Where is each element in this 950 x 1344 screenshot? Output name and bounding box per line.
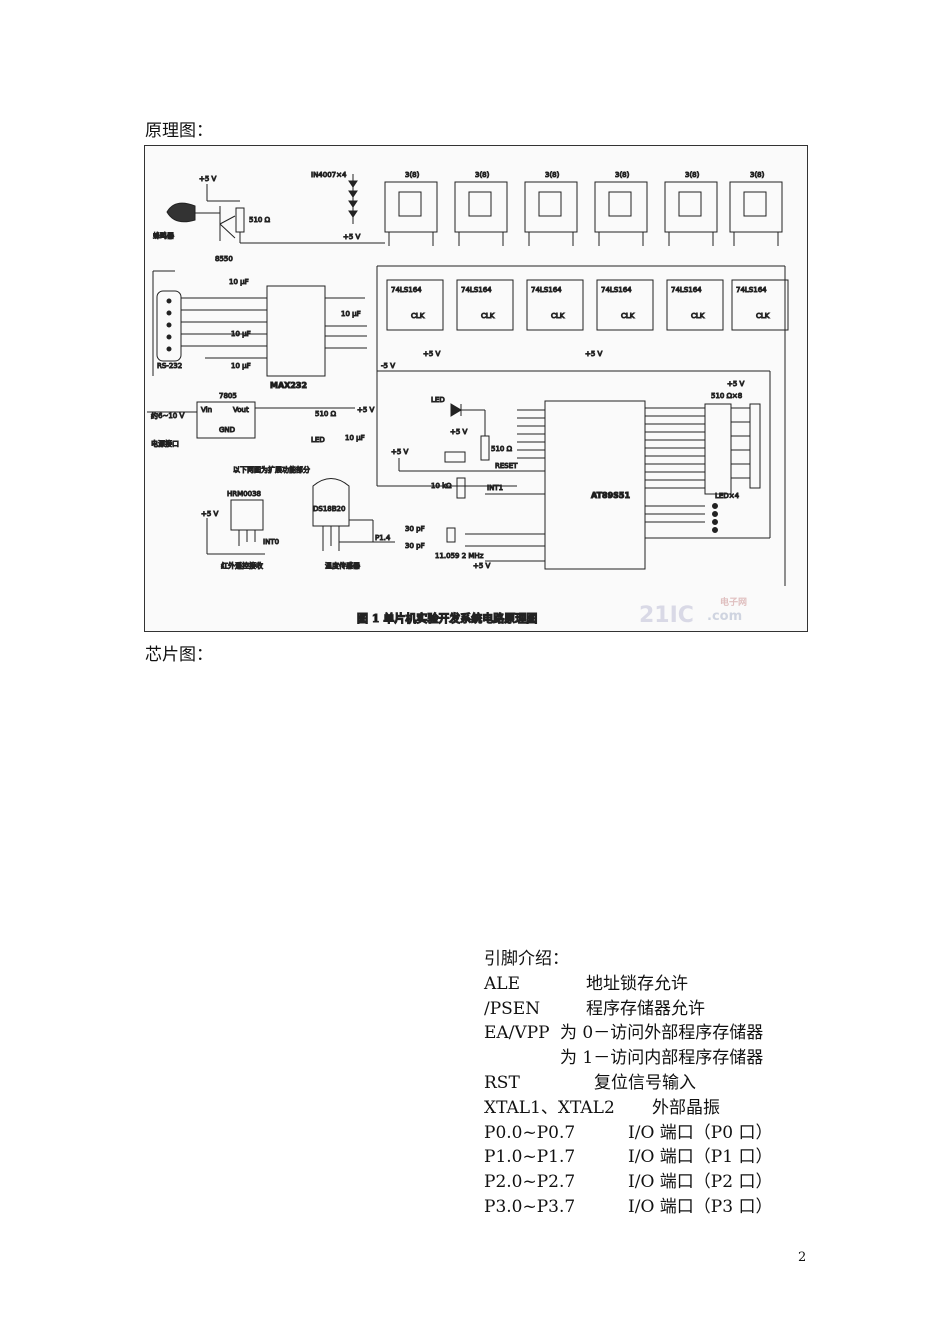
at89s51-chip (544, 400, 646, 570)
svg-text:CLK: CLK (551, 312, 565, 320)
svg-text:74LS164: 74LS164 (671, 286, 702, 294)
svg-text:3(8): 3(8) (475, 171, 490, 179)
svg-text:RESET: RESET (495, 462, 518, 470)
transistor-icon (219, 206, 236, 241)
svg-text:74LS164: 74LS164 (391, 286, 422, 294)
svg-text:+5 V: +5 V (199, 175, 217, 183)
ir-receiver (230, 499, 264, 531)
svg-text:GND: GND (219, 426, 235, 434)
svg-text:CLK: CLK (756, 312, 770, 320)
svg-text:+5 V: +5 V (473, 562, 491, 570)
ds18b20-sensor (312, 478, 350, 527)
svg-text:510 Ω: 510 Ω (315, 410, 337, 418)
svg-text:30 pF: 30 pF (405, 525, 425, 533)
svg-text:+5 V: +5 V (357, 406, 375, 414)
svg-text:LED×4: LED×4 (715, 492, 740, 500)
svg-text:10 μF: 10 μF (341, 310, 361, 318)
svg-text:+5 V: +5 V (585, 350, 603, 358)
svg-text:P1.4: P1.4 (375, 534, 391, 542)
svg-text:+5 V: +5 V (450, 428, 468, 436)
figure-caption: 图 1 单片机实验开发系统电路原理图 (357, 611, 537, 625)
svg-text:约6~10 V: 约6~10 V (151, 411, 184, 420)
svg-text:3(8): 3(8) (685, 171, 700, 179)
led-icon (450, 403, 462, 417)
svg-text:Vout: Vout (233, 406, 249, 414)
svg-text:8550: 8550 (215, 255, 233, 263)
svg-text:11.059 2 MHz: 11.059 2 MHz (435, 552, 484, 560)
21ic-watermark-logo: 21IC 电子网 .com (639, 596, 747, 628)
svg-text:3(8): 3(8) (750, 171, 765, 179)
svg-text:+5 V: +5 V (201, 510, 219, 518)
chip-heading: 芯片图： (145, 645, 213, 665)
svg-text:7805: 7805 (219, 392, 237, 400)
svg-text:10 μF: 10 μF (231, 362, 251, 370)
diodes-label: IN4007×4 (311, 171, 347, 179)
svg-text:.com: .com (707, 609, 742, 624)
svg-text:510 Ω: 510 Ω (491, 445, 513, 453)
svg-text:电子网: 电子网 (720, 596, 747, 608)
max232-chip (266, 285, 326, 377)
svg-text:510 Ω×8: 510 Ω×8 (711, 392, 742, 400)
svg-text:3(8): 3(8) (545, 171, 560, 179)
diode-stack (348, 180, 358, 218)
resistor-array (704, 403, 761, 495)
page-number: 2 (798, 1250, 807, 1265)
svg-text:+5 V: +5 V (391, 448, 409, 456)
svg-text:3(8): 3(8) (615, 171, 630, 179)
svg-text:-5 V: -5 V (381, 362, 395, 370)
svg-text:10 μF: 10 μF (229, 278, 249, 286)
svg-text:HRM0038: HRM0038 (227, 490, 261, 498)
svg-text:+5 V: +5 V (343, 233, 361, 241)
svg-text:CLK: CLK (411, 312, 425, 320)
svg-text:21IC: 21IC (639, 603, 694, 628)
svg-text:74LS164: 74LS164 (461, 286, 492, 294)
svg-text:MAX232: MAX232 (270, 381, 307, 390)
svg-text:74LS164: 74LS164 (736, 286, 767, 294)
svg-text:CLK: CLK (691, 312, 705, 320)
svg-text:电源接口: 电源接口 (151, 439, 179, 448)
circuit-schematic-figure: IN4007×4 +5 V +5 V 510 Ω 蜂鸣器 8550 RS-232… (144, 145, 808, 632)
pin-intro-title: 引脚介绍： (484, 949, 569, 969)
schematic-heading: 原理图： (145, 121, 213, 141)
svg-text:74LS164: 74LS164 (601, 286, 632, 294)
svg-text:+5 V: +5 V (727, 380, 745, 388)
led-bank (712, 503, 718, 533)
svg-text:10 μF: 10 μF (345, 434, 365, 442)
svg-text:INT1: INT1 (487, 484, 503, 492)
svg-text:Vin: Vin (201, 406, 212, 414)
svg-text:3(8): 3(8) (405, 171, 420, 179)
svg-text:INT0: INT0 (263, 538, 279, 546)
svg-text:LED: LED (431, 396, 445, 404)
svg-text:RS-232: RS-232 (157, 362, 182, 370)
svg-text:温度传感器: 温度传感器 (325, 561, 360, 570)
rs232-connector (156, 290, 182, 362)
svg-text:CLK: CLK (481, 312, 495, 320)
svg-text:+5 V: +5 V (423, 350, 441, 358)
svg-text:DS18B20: DS18B20 (313, 505, 345, 513)
svg-text:蜂鸣器: 蜂鸣器 (153, 231, 174, 240)
svg-text:510 Ω: 510 Ω (249, 216, 271, 224)
svg-text:74LS164: 74LS164 (531, 286, 562, 294)
svg-text:红外遥控接收: 红外遥控接收 (221, 561, 263, 570)
regulator-7805 (196, 401, 256, 439)
buzzer-icon (166, 202, 196, 223)
svg-text:LED: LED (311, 436, 325, 444)
svg-text:CLK: CLK (621, 312, 635, 320)
svg-text:AT89S51: AT89S51 (591, 491, 630, 500)
svg-text:以下两图为扩展功能部分: 以下两图为扩展功能部分 (233, 465, 310, 474)
svg-text:30 pF: 30 pF (405, 542, 425, 550)
svg-text:10 μF: 10 μF (231, 330, 251, 338)
